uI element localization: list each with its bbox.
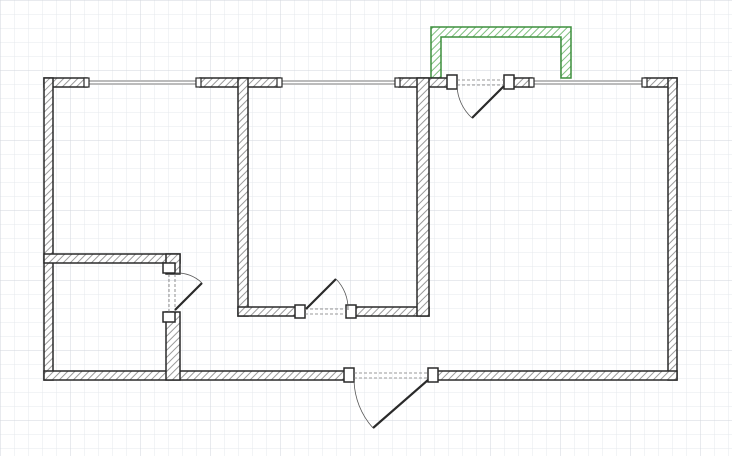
wall-center-right (416, 77, 430, 317)
wall-left (43, 77, 54, 381)
door-entrance[interactable] (353, 372, 429, 429)
doors (168, 79, 505, 429)
window-right-room[interactable] (528, 77, 648, 88)
wall-bath-top (43, 253, 181, 264)
walls (43, 77, 678, 381)
wall-bottom-1 (43, 370, 353, 381)
wall-right (667, 77, 678, 381)
door-jambs (162, 74, 515, 383)
door-center-room[interactable] (305, 278, 349, 315)
windows (83, 77, 648, 88)
window-center-room[interactable] (276, 77, 401, 88)
wall-center-bottom-1 (237, 306, 305, 317)
wall-center-left (237, 77, 249, 317)
door-bath[interactable] (168, 272, 203, 312)
window-left-room[interactable] (83, 77, 202, 88)
door-balcony[interactable] (456, 79, 505, 119)
wall-bottom-2 (429, 370, 678, 381)
